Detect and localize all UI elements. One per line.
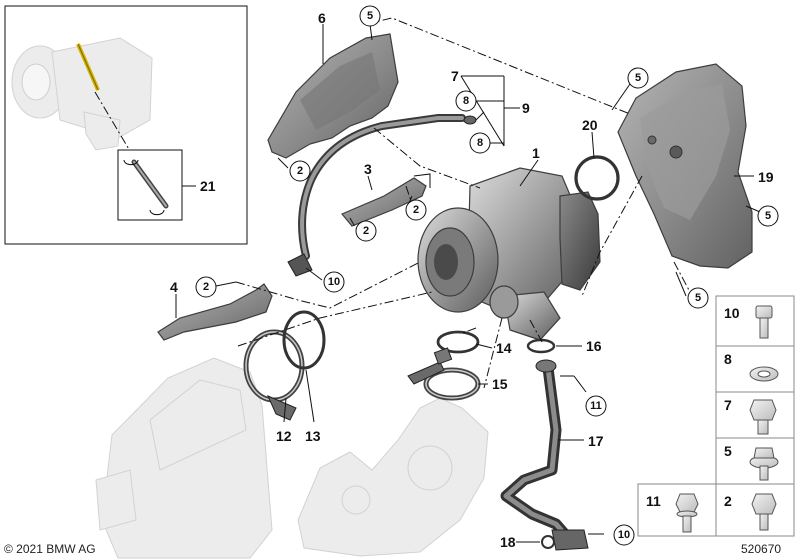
heat-shield-upper (267, 33, 399, 159)
callout-15: 15 (492, 376, 508, 392)
callout-circles: 5 5 5 5 8 8 2 2 2 2 10 10 11 (195, 5, 779, 546)
callout-17: 17 (588, 433, 604, 449)
callout-4: 4 (170, 279, 178, 295)
legend-label-11: 11 (646, 493, 661, 509)
callout-circle-8-5: 8 (469, 132, 491, 154)
callout-circle-label: 5 (367, 10, 373, 22)
heat-shield-lower (617, 63, 753, 269)
callout-circle-5-1: 5 (627, 67, 649, 89)
callout-6: 6 (318, 10, 326, 26)
callout-circle-ring (627, 67, 649, 89)
callout-circle-label: 11 (590, 400, 602, 412)
hollow-bolt-7-icon (749, 399, 777, 435)
gasket-ring-20 (574, 155, 620, 201)
legend-label-7: 7 (724, 397, 732, 413)
washer-8-icon (749, 366, 779, 382)
callout-12: 12 (276, 428, 292, 444)
callout-circle-label: 5 (765, 210, 771, 222)
v-band-clamp-15 (407, 347, 481, 401)
hex-bolt-11-icon (675, 493, 699, 533)
callout-circle-label: 2 (203, 281, 209, 293)
callout-circle-ring (687, 287, 709, 309)
ghost-exhaust-manifold (297, 397, 489, 557)
oil-feed-line (287, 114, 477, 277)
callout-circle-ring (359, 5, 381, 27)
callout-circle-ring (455, 90, 477, 112)
callout-3: 3 (364, 161, 372, 177)
callout-circle-5-0: 5 (359, 5, 381, 27)
fastener-legend (637, 295, 795, 537)
callout-circle-10-10: 10 (323, 271, 345, 293)
ghost-catalytic-converter (95, 357, 273, 559)
callout-circle-label: 2 (297, 165, 303, 177)
callout-circle-label: 5 (695, 292, 701, 304)
legend-label-10: 10 (724, 305, 740, 321)
screw-10-icon (755, 305, 773, 339)
callout-circle-8-4: 8 (455, 90, 477, 112)
callout-20: 20 (582, 117, 598, 133)
legend-label-5: 5 (724, 443, 732, 459)
gasket-14 (436, 330, 480, 354)
callout-circle-label: 10 (618, 529, 630, 541)
callout-circle-label: 10 (328, 276, 340, 288)
hex-bolt-2-icon (751, 493, 777, 531)
bracket-4 (157, 283, 273, 341)
callout-circle-2-8: 2 (405, 199, 427, 221)
callout-circle-label: 2 (413, 204, 419, 216)
callout-19: 19 (758, 169, 774, 185)
callout-circle-label: 5 (635, 72, 641, 84)
callout-14: 14 (496, 340, 512, 356)
callout-18: 18 (500, 534, 516, 550)
callout-circle-ring (469, 132, 491, 154)
callout-circle-11-12: 11 (585, 395, 607, 417)
flange-bolt-5-icon (749, 447, 779, 481)
callout-circle-ring (405, 199, 427, 221)
diagram-number: 520670 (741, 542, 781, 556)
callout-circle-ring (355, 220, 377, 242)
v-band-clamp-12 (243, 329, 305, 421)
inset-turbo-thumbnail (11, 37, 153, 151)
gasket-13 (282, 310, 326, 370)
callout-circle-ring (757, 205, 779, 227)
callout-circle-label: 2 (363, 225, 369, 237)
callout-9: 9 (522, 100, 530, 116)
callout-circle-2-9: 2 (195, 276, 217, 298)
callout-circle-2-6: 2 (289, 160, 311, 182)
turbocharger (417, 167, 601, 341)
legend-label-8: 8 (724, 351, 732, 367)
callout-circle-5-2: 5 (757, 205, 779, 227)
oil-return-line (500, 359, 589, 551)
callout-circle-ring (323, 271, 345, 293)
callout-circle-ring (613, 524, 635, 546)
callout-circle-ring (585, 395, 607, 417)
callout-circle-10-11: 10 (613, 524, 635, 546)
callout-13: 13 (305, 428, 321, 444)
callout-21: 21 (200, 178, 216, 194)
legend-label-2: 2 (724, 493, 732, 509)
bracket-3 (341, 173, 431, 227)
callout-7: 7 (451, 68, 459, 84)
gasket-16 (526, 338, 556, 354)
callout-circle-label: 8 (463, 95, 469, 107)
o-ring-18 (541, 535, 555, 549)
callout-circle-label: 8 (477, 137, 483, 149)
callout-circle-ring (289, 160, 311, 182)
callout-circle-5-3: 5 (687, 287, 709, 309)
legend-labels: 10 8 7 5 11 2 (646, 305, 740, 509)
callout-1: 1 (532, 145, 540, 161)
inset-box (4, 5, 248, 245)
copyright-text: © 2021 BMW AG (4, 542, 96, 556)
callout-circle-ring (195, 276, 217, 298)
callout-16: 16 (586, 338, 602, 354)
callout-circle-2-7: 2 (355, 220, 377, 242)
